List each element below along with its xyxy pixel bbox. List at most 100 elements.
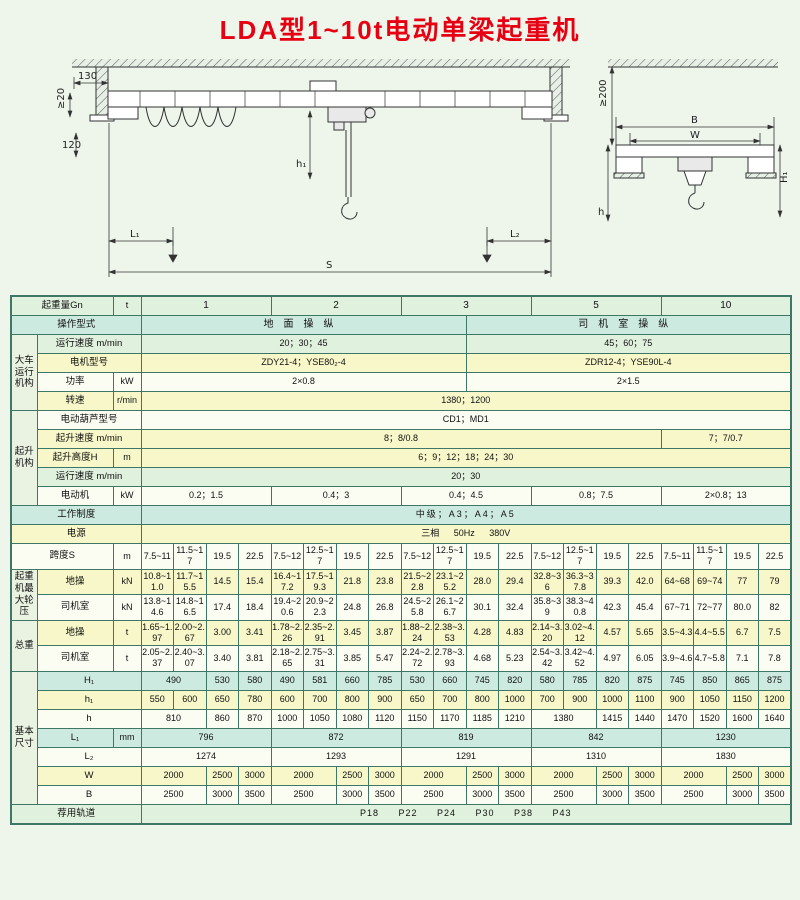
travel-rpm-label: 转速	[36, 391, 114, 411]
span-value: 12.5~17	[563, 543, 597, 570]
H1-value: 580	[530, 670, 564, 691]
weight-cab-value: 3.40	[205, 645, 239, 672]
wheel-ground-value: 11.7~15.5	[173, 568, 207, 595]
span-value: 7.5~11	[660, 543, 694, 570]
span-value: 22.5	[628, 543, 662, 570]
op-mode-value: 地面操纵	[140, 315, 467, 335]
h-value: 870	[238, 708, 272, 729]
travel-speed-value: 20；30；45	[140, 334, 467, 354]
hoist-group-label: 起升机构	[10, 410, 38, 506]
front-view	[72, 59, 570, 220]
weight-cab-value: 3.42~4.52	[563, 645, 597, 672]
weight-ground-value: 2.14~3.20	[530, 619, 564, 646]
travel-group-label: 大车运行机构	[10, 334, 38, 411]
H1-value: 865	[725, 670, 759, 691]
wheel-cab-value: 35.8~39	[530, 594, 564, 621]
h1-value: 1000	[595, 689, 629, 710]
wheel-ground-value: 14.5	[205, 568, 239, 595]
wheel-cab-value: 24.5~25.8	[400, 594, 434, 621]
travel-speed-label: 运行速度 m/min	[36, 334, 142, 354]
operation-label: 操作型式	[10, 315, 142, 335]
H1-value: 660	[433, 670, 467, 691]
h-value: 1520	[693, 708, 727, 729]
wheel-cab-value: 13.8~14.6	[140, 594, 174, 621]
wheel-ground-value: 28.0	[465, 568, 499, 595]
L1-unit: mm	[112, 727, 142, 748]
capacity-unit: t	[112, 295, 142, 316]
weight-cab-value: 2.75~3.31	[303, 645, 337, 672]
B-value: 2500	[140, 784, 207, 805]
span-value: 7.5~12	[530, 543, 564, 570]
span-value: 7.5~12	[400, 543, 434, 570]
H1-value: 820	[498, 670, 532, 691]
weight-cab-value: 6.05	[628, 645, 662, 672]
wheel-cab-value: 20.9~22.3	[303, 594, 337, 621]
h1-value: 1150	[725, 689, 759, 710]
hoist-body	[327, 106, 367, 123]
weight-cab-value: 5.23	[498, 645, 532, 672]
span-label: 跨度S	[10, 543, 114, 570]
h1-value: 900	[660, 689, 694, 710]
capacity-value: 3	[400, 295, 532, 316]
wheel-cab-value: 38.3~40.8	[563, 594, 597, 621]
row-operation: 操作型式 地面操纵司机室操纵	[10, 315, 792, 335]
weight-cab-value: 2.24~2.72	[400, 645, 434, 672]
weight-ground-value: 2.35~2.91	[303, 619, 337, 646]
span-value: 19.5	[465, 543, 499, 570]
W-value: 3000	[498, 765, 532, 786]
wheel-cab-value: 24.8	[335, 594, 369, 621]
wheel-ground-value: 39.3	[595, 568, 629, 595]
h1-value: 800	[335, 689, 369, 710]
wheel-ground-value: 64~68	[660, 568, 694, 595]
h-value: 1440	[628, 708, 662, 729]
L1-value: 1230	[660, 727, 792, 748]
W-value: 3000	[628, 765, 662, 786]
h-value: 1380	[530, 708, 597, 729]
weight-ground-value: 3.02~4.12	[563, 619, 597, 646]
girder-top-box	[309, 80, 337, 92]
hoist-height-value: 6；9；12；18；24；30	[140, 448, 792, 468]
span-value: 19.5	[335, 543, 369, 570]
B-label: B	[36, 784, 142, 805]
left-end-truck	[107, 106, 139, 120]
span-value: 11.5~17	[693, 543, 727, 570]
h-value: 1185	[465, 708, 499, 729]
girder-section	[615, 144, 775, 158]
dim-label-b: B	[691, 115, 698, 126]
dim-label-l1: L₁	[130, 229, 140, 240]
weight-ground-value: 5.65	[628, 619, 662, 646]
dim-label-h-side: h	[598, 207, 604, 218]
power-supply-label: 电源	[10, 524, 142, 544]
dim-label-ge200: ≥200	[598, 80, 609, 107]
wheel-cab-value: 67~71	[660, 594, 694, 621]
h1-value: 650	[400, 689, 434, 710]
weight-ground-value: 2.00~2.67	[173, 619, 207, 646]
weight-group-label: 总重	[10, 619, 38, 672]
wheel-cab-value: 80.0	[725, 594, 759, 621]
span-value: 7.5~11	[140, 543, 174, 570]
h1-value: 780	[238, 689, 272, 710]
h1-value: 1000	[498, 689, 532, 710]
weight-ground-value: 4.4~5.5	[693, 619, 727, 646]
H1-value: 530	[400, 670, 434, 691]
W-value: 2500	[725, 765, 759, 786]
capacity-value: 2	[270, 295, 402, 316]
row-rail: 荐用轨道 P18 P22 P24 P30 P38 P43	[10, 803, 792, 824]
dim-label-s: S	[326, 260, 332, 271]
wheel-cab-value: 14.8~16.5	[173, 594, 207, 621]
capacity-value: 5	[530, 295, 662, 316]
L2-value: 1310	[530, 746, 662, 767]
wheel-cab-value: 19.4~20.6	[270, 594, 304, 621]
h-value: 1640	[758, 708, 792, 729]
L1-value: 819	[400, 727, 532, 748]
weight-cab-value: 3.9~4.6	[660, 645, 694, 672]
wheel-ground-value: 36.3~37.8	[563, 568, 597, 595]
travel-power-value: 2×1.5	[465, 372, 792, 392]
weight-ground-value: 3.87	[368, 619, 402, 646]
